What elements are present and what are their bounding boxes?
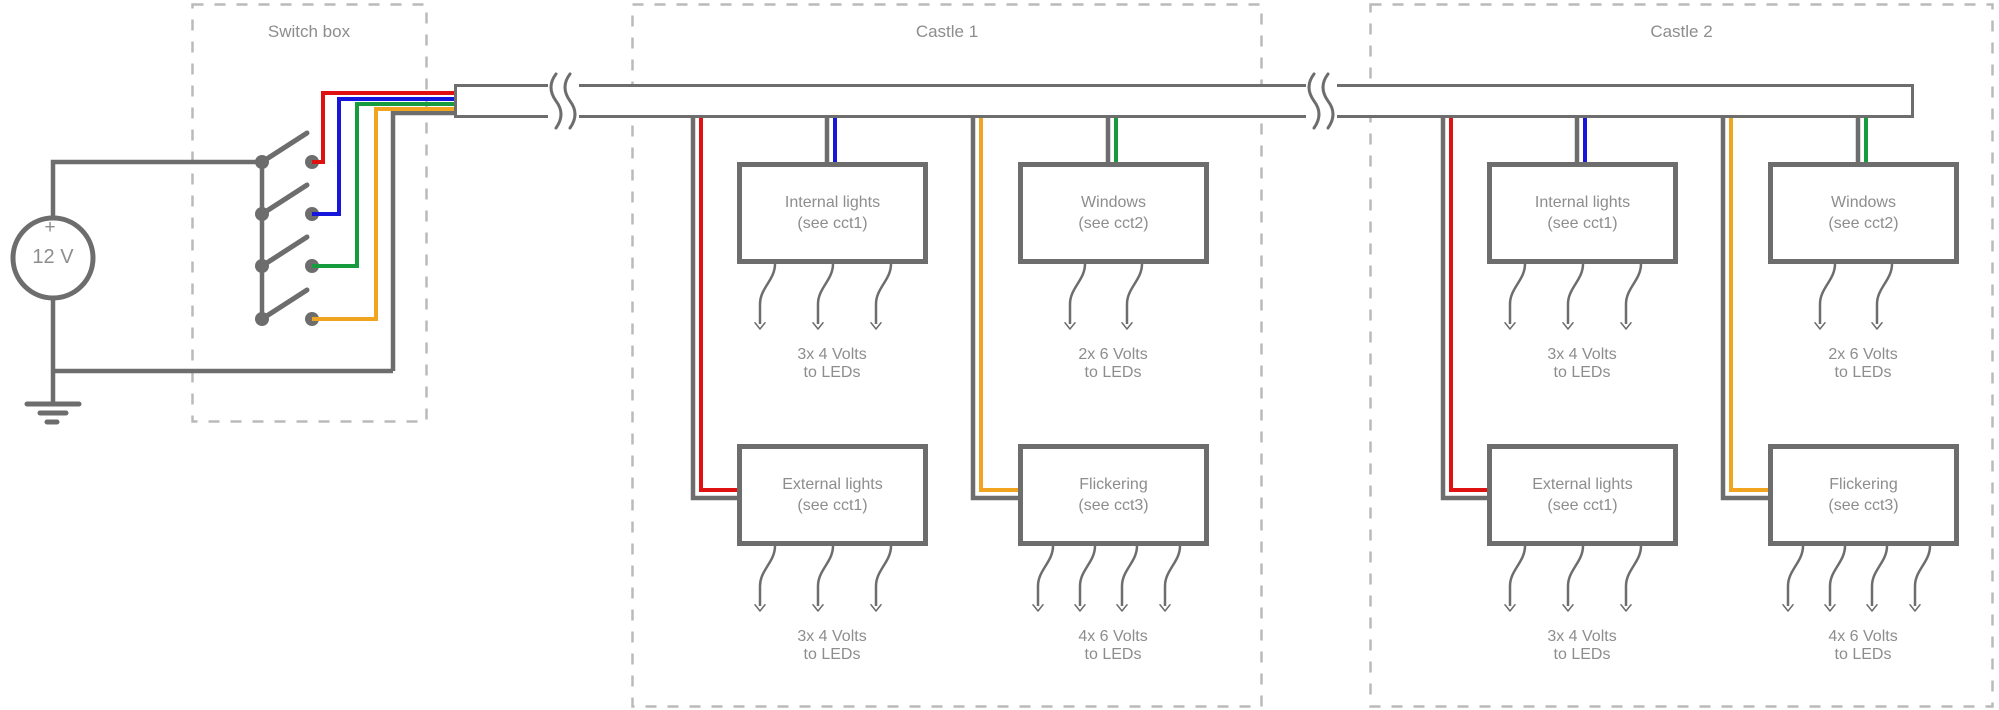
castle-2-output-arrows <box>1510 264 1930 606</box>
module-name: Flickering <box>1829 476 1898 493</box>
output-label: 3x 4 Volts to LEDs <box>752 346 912 382</box>
module-name: Flickering <box>1079 476 1148 493</box>
switch-box-outline <box>191 3 428 423</box>
wire-orange-drop <box>979 118 1021 492</box>
wire-orange-drop <box>1729 118 1771 492</box>
output-volts: 3x 4 Volts <box>1547 628 1617 645</box>
castle-1-output-arrows <box>760 264 1180 606</box>
wire-red-feed <box>312 91 456 164</box>
module-ref: (see cct1) <box>797 215 868 232</box>
castle-1-title: Castle 1 <box>915 22 979 41</box>
output-target: to LEDs <box>1084 364 1142 381</box>
castle-1-outline <box>631 3 1263 708</box>
power-source-symbol <box>10 215 96 301</box>
switch-box-title: Switch box <box>267 22 351 41</box>
switch-lever-4 <box>259 287 310 322</box>
ground-symbol <box>24 401 82 425</box>
wire-blue-feed <box>312 97 456 216</box>
module-internal-lights: Internal lights (see cct1) <box>737 162 928 264</box>
output-target: to LEDs <box>1084 646 1142 663</box>
cable-break-1 <box>548 72 579 130</box>
module-windows: Windows (see cct2) <box>1018 162 1209 264</box>
module-name: External lights <box>1532 476 1633 493</box>
switch-lever-2 <box>259 182 310 217</box>
output-target: to LEDs <box>1553 364 1611 381</box>
module-ref: (see cct3) <box>1828 497 1899 514</box>
output-label: 2x 6 Volts to LEDs <box>1033 346 1193 382</box>
module-ref: (see cct3) <box>1078 497 1149 514</box>
power-circuit-wires <box>50 110 456 404</box>
module-ref: (see cct1) <box>1547 497 1618 514</box>
module-name: Windows <box>1081 194 1146 211</box>
output-target: to LEDs <box>803 364 861 381</box>
output-target: to LEDs <box>803 646 861 663</box>
module-name: Windows <box>1831 194 1896 211</box>
feed-wires <box>312 91 456 321</box>
module-external-lights: External lights (see cct1) <box>1487 444 1678 546</box>
module-ref: (see cct1) <box>1547 215 1618 232</box>
output-label: 4x 6 Volts to LEDs <box>1033 628 1193 664</box>
wire-orange-feed <box>312 107 456 321</box>
output-volts: 4x 6 Volts <box>1828 628 1898 645</box>
module-external-lights: External lights (see cct1) <box>737 444 928 546</box>
module-ref: (see cct1) <box>797 497 868 514</box>
output-volts: 3x 4 Volts <box>1547 346 1617 363</box>
output-target: to LEDs <box>1834 364 1892 381</box>
output-label: 3x 4 Volts to LEDs <box>752 628 912 664</box>
module-windows: Windows (see cct2) <box>1768 162 1959 264</box>
castle-2-outline <box>1369 3 1994 708</box>
output-volts: 3x 4 Volts <box>797 346 867 363</box>
output-volts: 2x 6 Volts <box>1078 346 1148 363</box>
output-target: to LEDs <box>1834 646 1892 663</box>
cable-bus <box>454 84 1914 118</box>
module-name: Internal lights <box>784 194 881 211</box>
castle-2-drop-wires <box>1440 118 1868 501</box>
cable-break-2 <box>1306 72 1337 130</box>
power-polarity-sign: + <box>44 217 56 238</box>
output-volts: 4x 6 Volts <box>1078 628 1148 645</box>
wire-green-feed <box>312 102 456 268</box>
castle-1-drop-wires <box>690 118 1118 501</box>
output-volts: 3x 4 Volts <box>797 628 867 645</box>
output-target: to LEDs <box>1553 646 1611 663</box>
output-label: 3x 4 Volts to LEDs <box>1502 346 1662 382</box>
output-label: 3x 4 Volts to LEDs <box>1502 628 1662 664</box>
switch-assembly <box>255 130 319 326</box>
module-ref: (see cct2) <box>1828 215 1899 232</box>
wire-red-drop <box>699 118 740 492</box>
module-ref: (see cct2) <box>1078 215 1149 232</box>
switch-lever-1 <box>259 130 310 165</box>
output-label: 4x 6 Volts to LEDs <box>1783 628 1943 664</box>
module-internal-lights: Internal lights (see cct1) <box>1487 162 1678 264</box>
output-label: 2x 6 Volts to LEDs <box>1783 346 1943 382</box>
module-name: Internal lights <box>1534 194 1631 211</box>
module-flickering: Flickering (see cct3) <box>1018 444 1209 546</box>
module-name: External lights <box>782 476 883 493</box>
output-volts: 2x 6 Volts <box>1828 346 1898 363</box>
switch-lever-3 <box>259 234 310 269</box>
castle-2-title: Castle 2 <box>1650 22 1713 41</box>
wire-red-drop <box>1449 118 1490 492</box>
module-flickering: Flickering (see cct3) <box>1768 444 1959 546</box>
power-voltage-label: 12 V <box>32 246 74 268</box>
